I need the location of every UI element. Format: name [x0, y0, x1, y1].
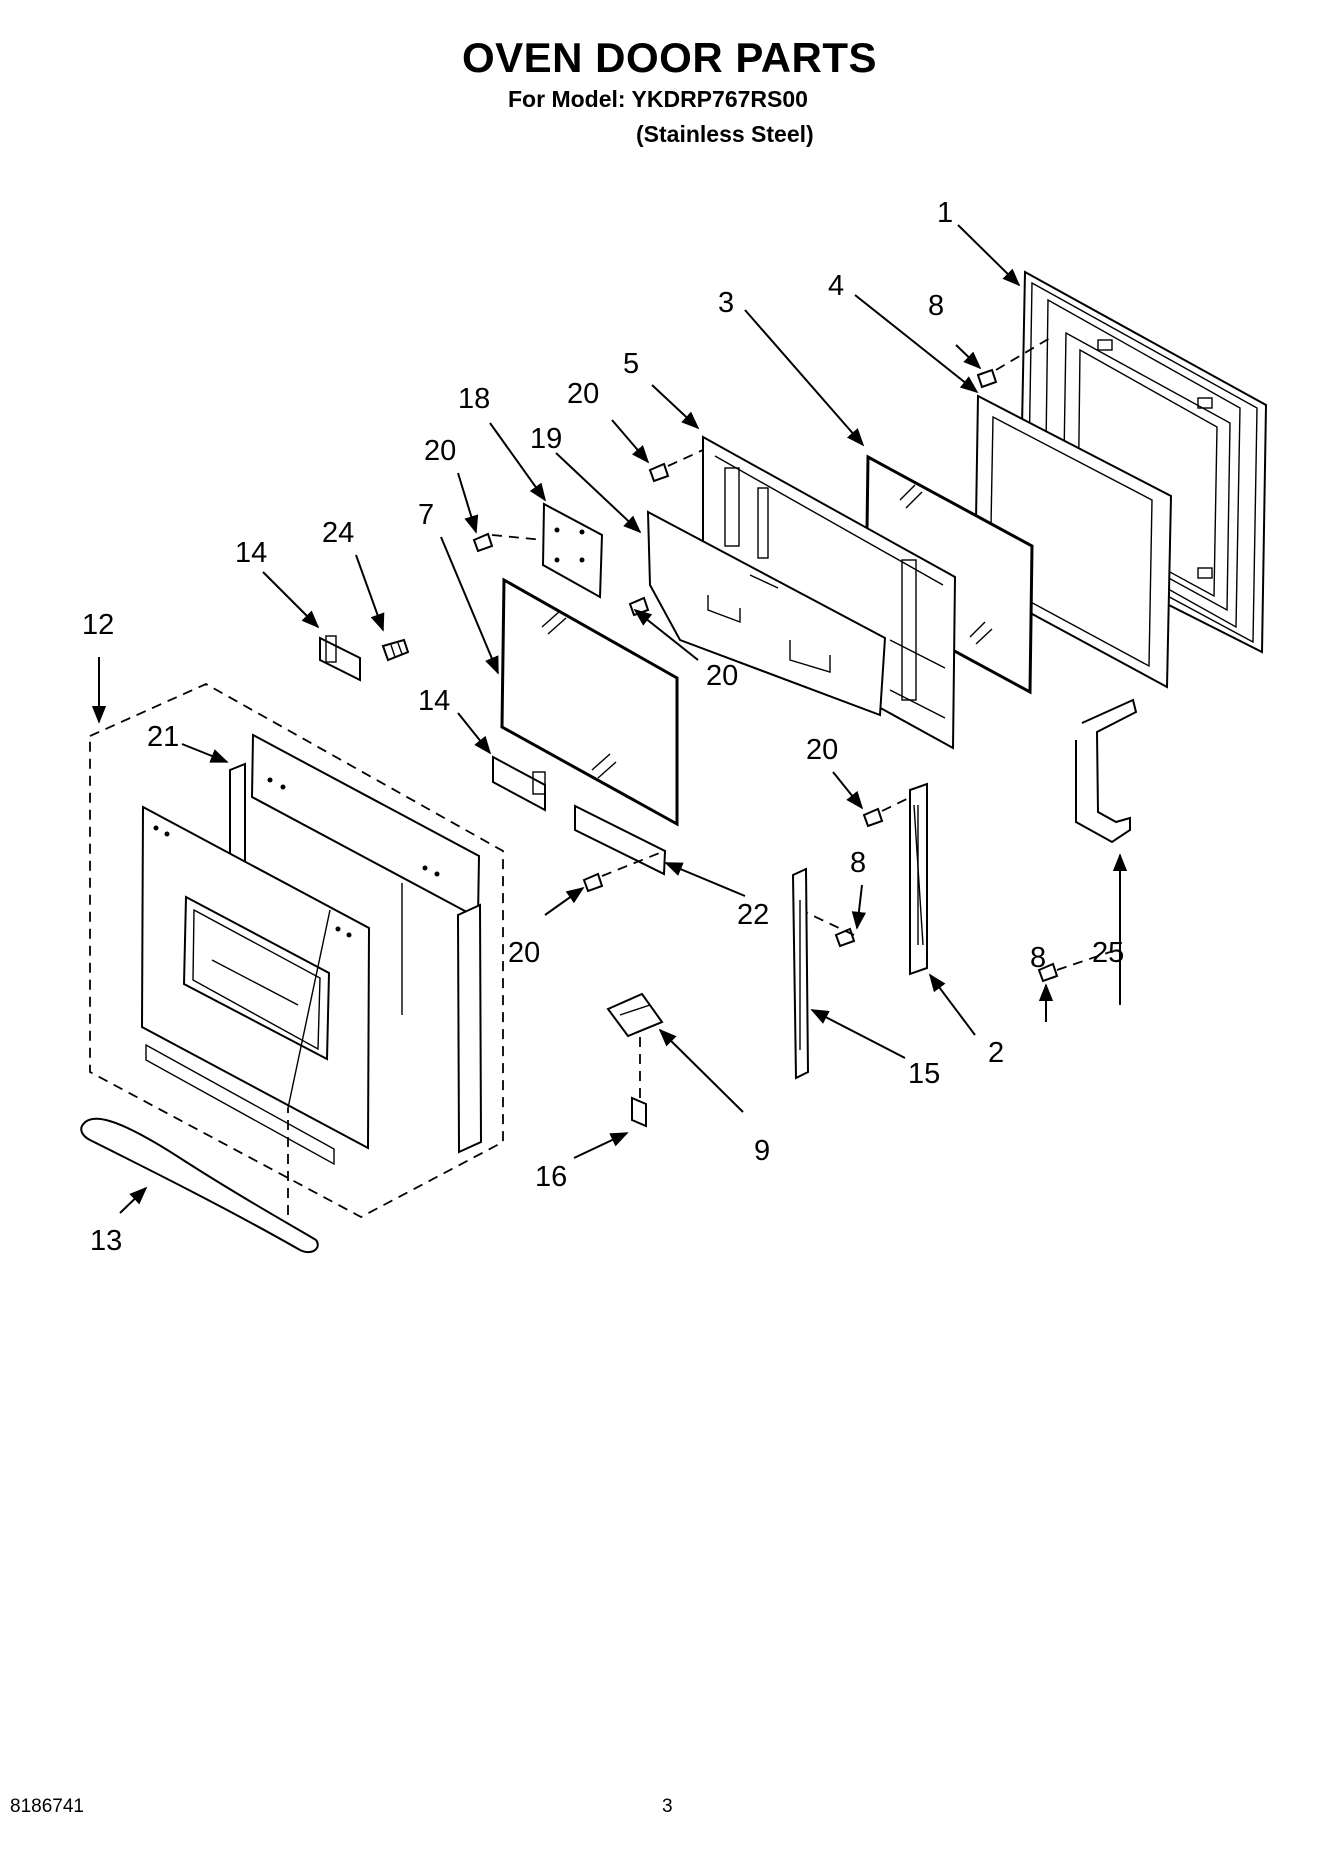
hinge-left-part	[791, 867, 810, 1080]
callout-20: 20	[508, 937, 540, 969]
outer-door-assembly-part	[89, 682, 504, 1219]
callout-16: 16	[535, 1161, 567, 1193]
screw-leaders	[491, 337, 1111, 1098]
callout-15: 15	[908, 1058, 940, 1090]
finish-line: (Stainless Steel)	[636, 121, 814, 147]
callout-3: 3	[718, 287, 734, 319]
bracket-plate-part	[541, 502, 604, 599]
callout-8: 8	[928, 290, 944, 322]
callout-leaders	[91, 224, 1128, 1214]
callout-14: 14	[235, 537, 267, 569]
callout-9: 9	[754, 1135, 770, 1167]
callout-24: 24	[322, 517, 354, 549]
glass-clip-upper-part	[319, 635, 361, 682]
page-title: OVEN DOOR PARTS	[461, 34, 878, 81]
heat-shield-part	[646, 510, 887, 717]
page-number: 3	[662, 1796, 673, 1817]
callout-12: 12	[82, 609, 114, 641]
callout-5: 5	[623, 348, 639, 380]
inner-glass-part	[500, 577, 679, 827]
callout-8: 8	[850, 847, 866, 879]
callout-20: 20	[567, 378, 599, 410]
door-handle-part	[80, 909, 331, 1254]
callout-25: 25	[1092, 937, 1124, 969]
callout-20: 20	[706, 660, 738, 692]
hinge-right-part	[909, 782, 928, 976]
model-line: For Model: YKDRP767RS00	[508, 86, 808, 112]
hinge-receiver-part	[606, 992, 664, 1038]
callout-7: 7	[418, 499, 434, 531]
screw-parts	[472, 368, 1059, 1128]
screw-24-part	[381, 638, 410, 662]
glass-retainer-part	[574, 804, 667, 876]
hinge-bracket-part	[1075, 698, 1138, 844]
callout-14: 14	[418, 685, 450, 717]
callout-22: 22	[737, 899, 769, 931]
callout-18: 18	[458, 383, 490, 415]
callout-13: 13	[90, 1225, 122, 1257]
callout-1: 1	[937, 197, 953, 229]
document-number: 8186741	[10, 1796, 84, 1817]
callout-4: 4	[828, 270, 844, 302]
callout-20: 20	[806, 734, 838, 766]
callout-2: 2	[988, 1037, 1004, 1069]
callout-labels: 1 3 4 8 5 20 18 19 20 7 14 24 12 21 14 2…	[82, 197, 1124, 1257]
callout-19: 19	[530, 423, 562, 455]
glass-clip-lower-part	[492, 755, 546, 812]
callout-20: 20	[424, 435, 456, 467]
callout-21: 21	[147, 721, 179, 753]
callout-8: 8	[1030, 942, 1046, 974]
